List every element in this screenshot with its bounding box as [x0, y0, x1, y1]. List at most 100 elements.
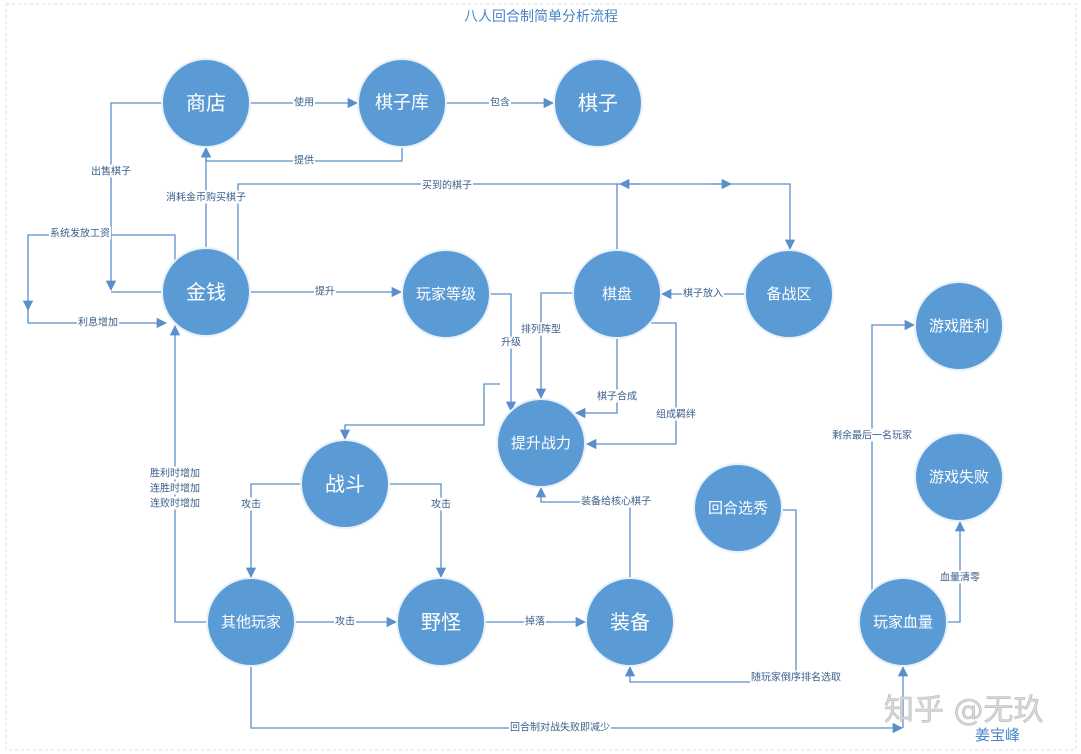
- svg-text:提升战力: 提升战力: [511, 434, 571, 452]
- label-background: [149, 496, 201, 510]
- nodes: 商店 棋子库 棋子 金钱 玩家等级 棋盘 备战区 游戏胜利 提升战力 战斗 回合…: [161, 58, 1004, 667]
- edge-level-up: [490, 293, 517, 413]
- label-use: 使用: [294, 96, 314, 109]
- label-drop: 掉落: [525, 615, 545, 628]
- label-background: [293, 153, 315, 167]
- label-hp-loss: 回合制对战失败即减少: [510, 721, 610, 734]
- node-equip: 装备: [585, 577, 675, 667]
- label-arrange: 排列阵型: [521, 323, 561, 336]
- node-level: 玩家等级: [401, 249, 491, 339]
- svg-text:备战区: 备战区: [766, 285, 811, 303]
- svg-text:装备: 装备: [610, 610, 650, 634]
- label-synergy: 组成羁绊: [656, 408, 696, 421]
- node-bench: 备战区: [744, 249, 834, 339]
- node-shop: 商店: [161, 58, 251, 148]
- label-interest: 利息增加: [78, 316, 118, 329]
- label-win-3: 连败时增加: [150, 497, 200, 510]
- edge-hp-zero: [947, 520, 966, 623]
- edge-synergy: [585, 322, 677, 450]
- label-win-2: 连胜时增加: [150, 482, 200, 495]
- label-attack-left: 攻击: [241, 498, 261, 511]
- label-background: [314, 285, 336, 298]
- diagram-title: 八人回合制简单分析流程: [464, 8, 618, 25]
- label-background: [489, 95, 511, 109]
- node-lose: 游戏失败: [914, 432, 1004, 522]
- svg-text:游戏失败: 游戏失败: [929, 468, 989, 486]
- label-background: [509, 720, 611, 734]
- label-background: [77, 315, 119, 329]
- label-background: [90, 164, 132, 178]
- edge-hp-loss: [250, 666, 904, 734]
- label-merge: 棋子合成: [597, 390, 637, 403]
- label-contain: 包含: [490, 96, 510, 109]
- edge-bought: [237, 183, 796, 262]
- node-power: 提升战力: [496, 398, 586, 488]
- svg-text:玩家血量: 玩家血量: [873, 613, 933, 631]
- label-background: [49, 226, 111, 240]
- svg-text:金钱: 金钱: [186, 280, 226, 304]
- svg-text:回合选秀: 回合选秀: [708, 499, 768, 517]
- label-draft-pick: 随玩家倒序排名选取: [751, 671, 841, 684]
- label-attack-mid: 攻击: [335, 615, 355, 628]
- label-background: [750, 670, 842, 684]
- label-background: [165, 190, 247, 204]
- svg-text:其他玩家: 其他玩家: [221, 613, 281, 631]
- watermark: 知乎 @无玖: [884, 693, 1044, 728]
- label-bought: 买到的棋子: [422, 179, 472, 192]
- label-background: [149, 481, 201, 495]
- label-equip-core: 装备给核心棋子: [581, 495, 651, 508]
- edge-attack-right: [389, 483, 447, 579]
- svg-text:商店: 商店: [186, 91, 226, 115]
- label-last-one: 剩余最后一名玩家: [832, 429, 912, 442]
- node-others: 其他玩家: [206, 577, 296, 667]
- node-pool: 棋子库: [357, 58, 447, 148]
- node-hp: 玩家血量: [858, 577, 948, 667]
- label-background: [293, 95, 315, 109]
- node-piece: 棋子: [553, 58, 643, 148]
- edge-last-one: [871, 319, 916, 590]
- label-background: [831, 428, 913, 442]
- label-background: [334, 614, 356, 628]
- label-attack-right: 攻击: [431, 498, 451, 511]
- label-background: [596, 389, 638, 403]
- edge-salary: [22, 234, 176, 312]
- label-background: [682, 286, 724, 300]
- edge-sell: [105, 102, 162, 292]
- node-board: 棋盘: [572, 249, 662, 339]
- author-name: 姜宝峰: [975, 726, 1020, 744]
- node-money: 金钱: [161, 247, 251, 337]
- label-background: [500, 336, 522, 349]
- edge-win-money: [169, 324, 207, 623]
- label-upgrade: 提升: [315, 286, 335, 298]
- label-background: [524, 614, 546, 628]
- label-sell: 出售棋子: [91, 165, 131, 178]
- svg-text:游戏胜利: 游戏胜利: [929, 317, 989, 335]
- label-background: [240, 497, 262, 511]
- edge-merge: [574, 338, 618, 419]
- label-salary: 系统发放工资: [50, 227, 110, 240]
- edge-attack-left: [245, 483, 301, 579]
- label-background: [430, 497, 452, 511]
- label-level-up: 升级: [501, 337, 521, 349]
- svg-text:棋盘: 棋盘: [602, 285, 632, 303]
- edge-labels: 使用 包含 提供 出售棋子 消耗金币购买棋子 买到的棋子 系统发放工资 利息增加…: [49, 95, 981, 734]
- node-draft: 回合选秀: [693, 463, 783, 553]
- label-provide: 提供: [294, 154, 314, 167]
- label-background: [421, 178, 473, 192]
- node-win: 游戏胜利: [914, 281, 1004, 371]
- svg-text:战斗: 战斗: [325, 472, 365, 496]
- label-buy: 消耗金币购买棋子: [166, 191, 246, 204]
- svg-text:野怪: 野怪: [421, 610, 461, 634]
- page-border: [5, 3, 1077, 751]
- node-monster: 野怪: [396, 577, 486, 667]
- edge-interest: [27, 310, 168, 329]
- label-hp-zero: 血量清零: [940, 571, 980, 584]
- svg-text:玩家等级: 玩家等级: [416, 285, 476, 303]
- edge-arrange: [535, 292, 573, 400]
- label-background: [655, 407, 697, 421]
- label-background: [149, 466, 201, 480]
- label-place: 棋子放入: [683, 287, 723, 300]
- label-background: [580, 494, 652, 508]
